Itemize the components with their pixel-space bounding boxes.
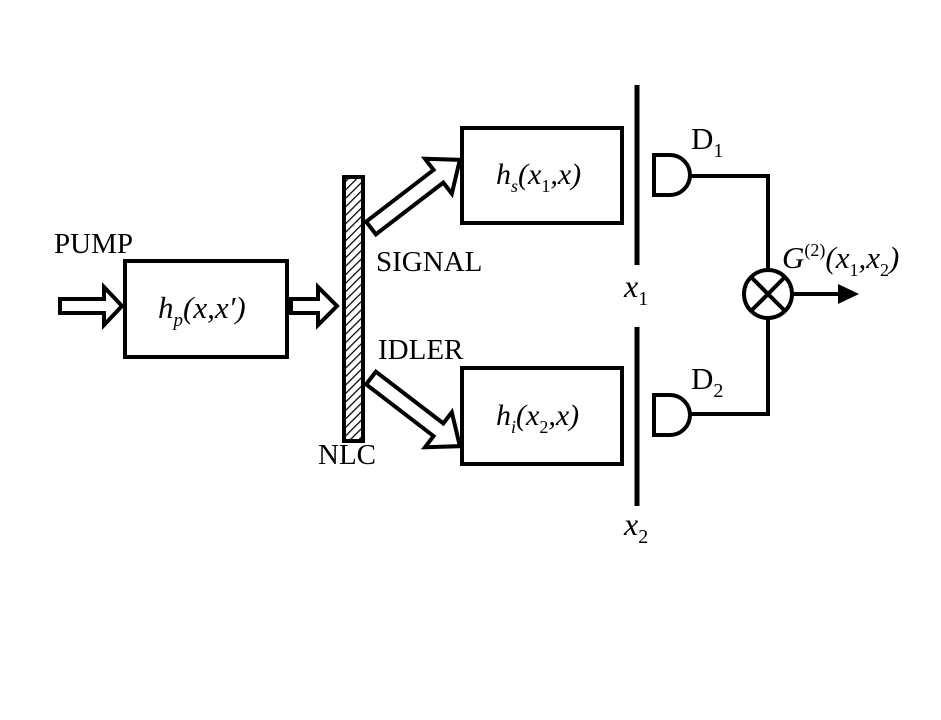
- correlator-multiply-icon: [742, 268, 794, 320]
- detector-d1: [652, 153, 692, 197]
- signal-label: SIGNAL: [376, 246, 482, 278]
- pump-input-arrow: [58, 281, 125, 331]
- wire-d2: [690, 318, 770, 416]
- output-arrowhead: [838, 284, 859, 304]
- pump-to-crystal-arrow: [289, 282, 340, 330]
- pump-block: hp(x,x′): [123, 259, 289, 359]
- detector-d1-label: D1: [691, 121, 723, 162]
- nonlinear-crystal: [342, 175, 365, 443]
- plane-x1-label: x1: [623, 268, 648, 310]
- idler-arrow: [363, 368, 463, 450]
- nlc-label: NLC: [318, 439, 376, 471]
- idler-label: IDLER: [378, 334, 464, 366]
- g2-correlation-label: G(2)(x1,x2): [782, 240, 899, 280]
- svg-text:hs(x1,x): hs(x1,x): [496, 158, 581, 196]
- plane-x2-label: x2: [623, 506, 648, 548]
- signal-block: hs(x1,x): [460, 126, 624, 225]
- svg-text:hi(x2,x): hi(x2,x): [496, 399, 579, 437]
- detector-d2-label: D2: [691, 361, 723, 402]
- wire-d1: [690, 174, 770, 270]
- svg-text:hp(x,x′): hp(x,x′): [158, 290, 246, 331]
- pump-label: PUMP: [54, 228, 133, 260]
- signal-arrow: [363, 156, 463, 238]
- detector-d2: [652, 393, 692, 437]
- idler-block: hi(x2,x): [460, 366, 624, 466]
